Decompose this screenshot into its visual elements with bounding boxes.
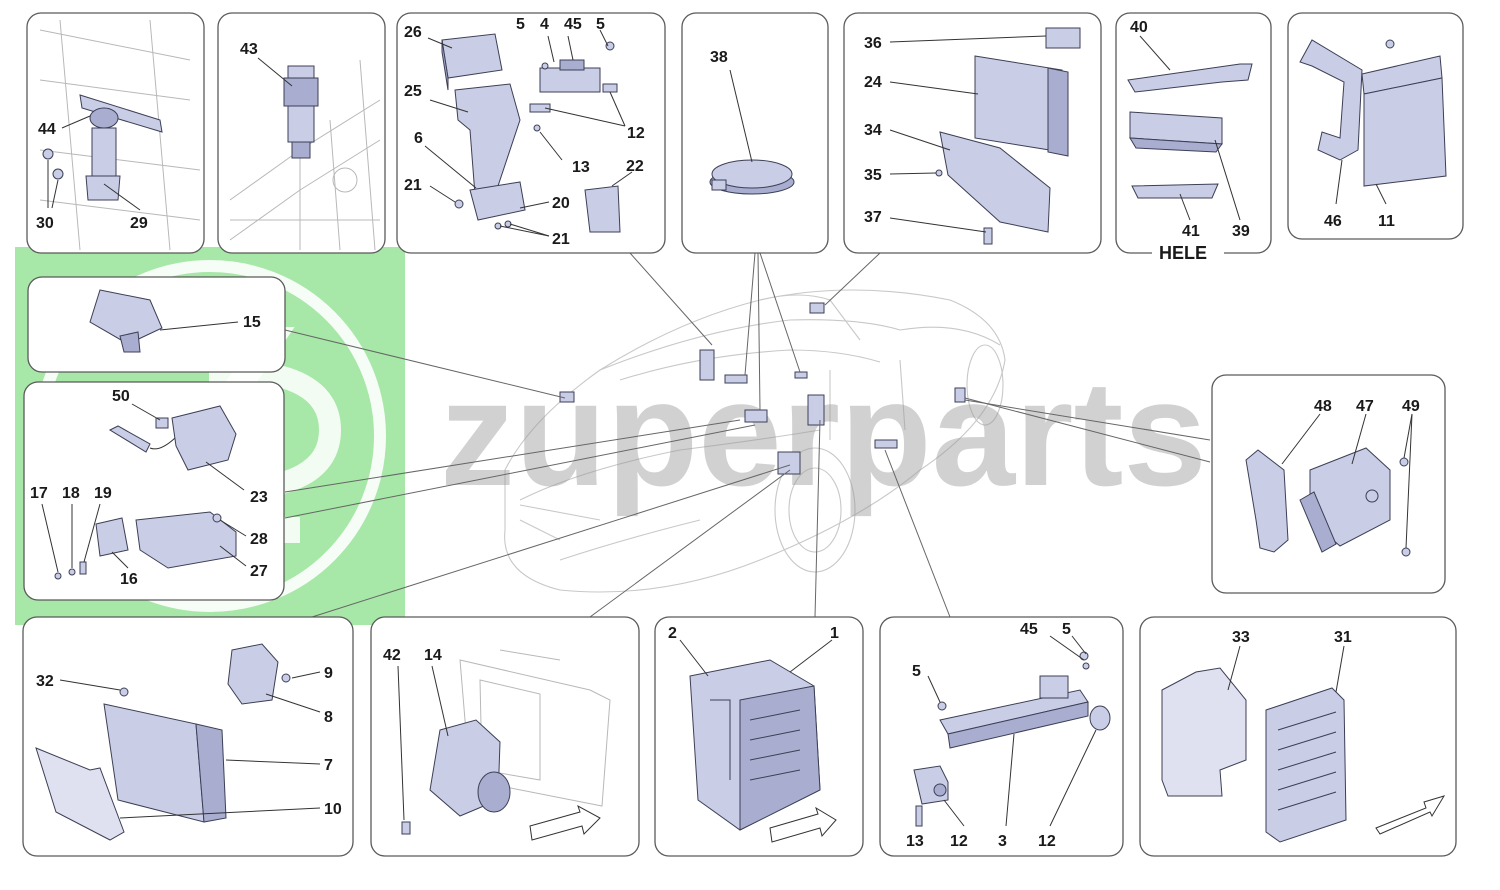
callout-41: 41: [1182, 223, 1200, 240]
callout-5b: 5: [912, 663, 921, 680]
panel-module-14: 42 14: [370, 616, 640, 857]
callout-31: 31: [1334, 629, 1352, 646]
callout-27: 27: [250, 563, 268, 580]
callout-24: 24: [864, 74, 882, 91]
callout-19: 19: [94, 485, 112, 502]
callout-45: 45: [1020, 621, 1038, 638]
callout-18: 18: [62, 485, 80, 502]
callout-43: 43: [240, 41, 258, 58]
panel-fusebox: 2 1: [654, 616, 864, 857]
callout-9: 9: [324, 665, 333, 682]
callout-21b: 21: [552, 231, 570, 248]
callout-23: 23: [250, 489, 268, 506]
callout-30: 30: [36, 215, 54, 232]
callout-12a: 12: [950, 833, 968, 850]
callout-15: 15: [243, 314, 261, 331]
hele-label: HELE: [1159, 243, 1207, 263]
panel-bracket-assembly: 26 5 4 45 5 25 12 6 13 22 21 20 21: [396, 12, 666, 254]
panel-module-47: 48 47 49: [1211, 374, 1446, 594]
callout-10: 10: [324, 801, 342, 818]
callout-11: 11: [1378, 213, 1395, 230]
callout-20: 20: [552, 195, 570, 212]
callout-25: 25: [404, 83, 422, 100]
panel-sensor-43: 43: [217, 12, 386, 254]
panel-ecu-11: 46 11: [1287, 12, 1464, 240]
callout-7: 7: [324, 757, 333, 774]
callout-12: 12: [627, 125, 645, 142]
callout-5a: 5: [516, 16, 525, 33]
callout-16: 16: [120, 571, 138, 588]
callout-33: 33: [1232, 629, 1250, 646]
panel-hele: 40 41 39 HELE: [1115, 12, 1272, 266]
callout-13: 13: [906, 833, 924, 850]
callout-5a: 5: [1062, 621, 1071, 638]
callout-40: 40: [1130, 19, 1148, 36]
callout-3: 3: [998, 833, 1007, 850]
callout-29: 29: [130, 215, 148, 232]
panel-buzzer-38: 38: [681, 12, 829, 254]
car-outline: [504, 289, 1006, 593]
panel-ecu-7: 32 9 8 7 10: [22, 616, 354, 857]
panel-module-15: 15: [27, 276, 286, 373]
callout-46: 46: [1324, 213, 1342, 230]
callout-12b: 12: [1038, 833, 1056, 850]
callout-8: 8: [324, 709, 333, 726]
watermark-text: zuperparts: [440, 349, 1207, 517]
panel-ecu-31: 33 31: [1139, 616, 1457, 857]
panel-sensor-44-30-29: 44 30 29: [26, 12, 205, 254]
callout-35: 35: [864, 167, 882, 184]
callout-49: 49: [1402, 398, 1420, 415]
callout-14: 14: [424, 647, 442, 664]
panel-connector-lines: [284, 252, 1211, 618]
panel-switch-3: 45 5 5 13 12 3 12: [879, 616, 1124, 857]
callout-36: 36: [864, 35, 882, 52]
callout-26: 26: [404, 24, 422, 41]
callout-39: 39: [1232, 223, 1250, 240]
panel-ecu-24: 36 24 34 35 37: [843, 12, 1102, 254]
callout-21a: 21: [404, 177, 422, 194]
callout-50: 50: [112, 388, 130, 405]
panel-modules-23-27: 50 23 17 18 19 28 16 27: [23, 381, 285, 601]
callout-4: 4: [540, 16, 549, 33]
callout-38: 38: [710, 49, 728, 66]
callout-17: 17: [30, 485, 48, 502]
callout-37: 37: [864, 209, 882, 226]
callout-13: 13: [572, 159, 590, 176]
callout-42: 42: [383, 647, 401, 664]
callout-22: 22: [626, 158, 644, 175]
callout-2: 2: [668, 625, 677, 642]
callout-47: 47: [1356, 398, 1374, 415]
callout-44: 44: [38, 121, 56, 138]
callout-6: 6: [414, 130, 423, 147]
callout-32: 32: [36, 673, 54, 690]
callout-28: 28: [250, 531, 268, 548]
callout-5b: 5: [596, 16, 605, 33]
callout-48: 48: [1314, 398, 1332, 415]
callout-1: 1: [830, 625, 839, 642]
callout-45: 45: [564, 16, 582, 33]
callout-34: 34: [864, 122, 882, 139]
